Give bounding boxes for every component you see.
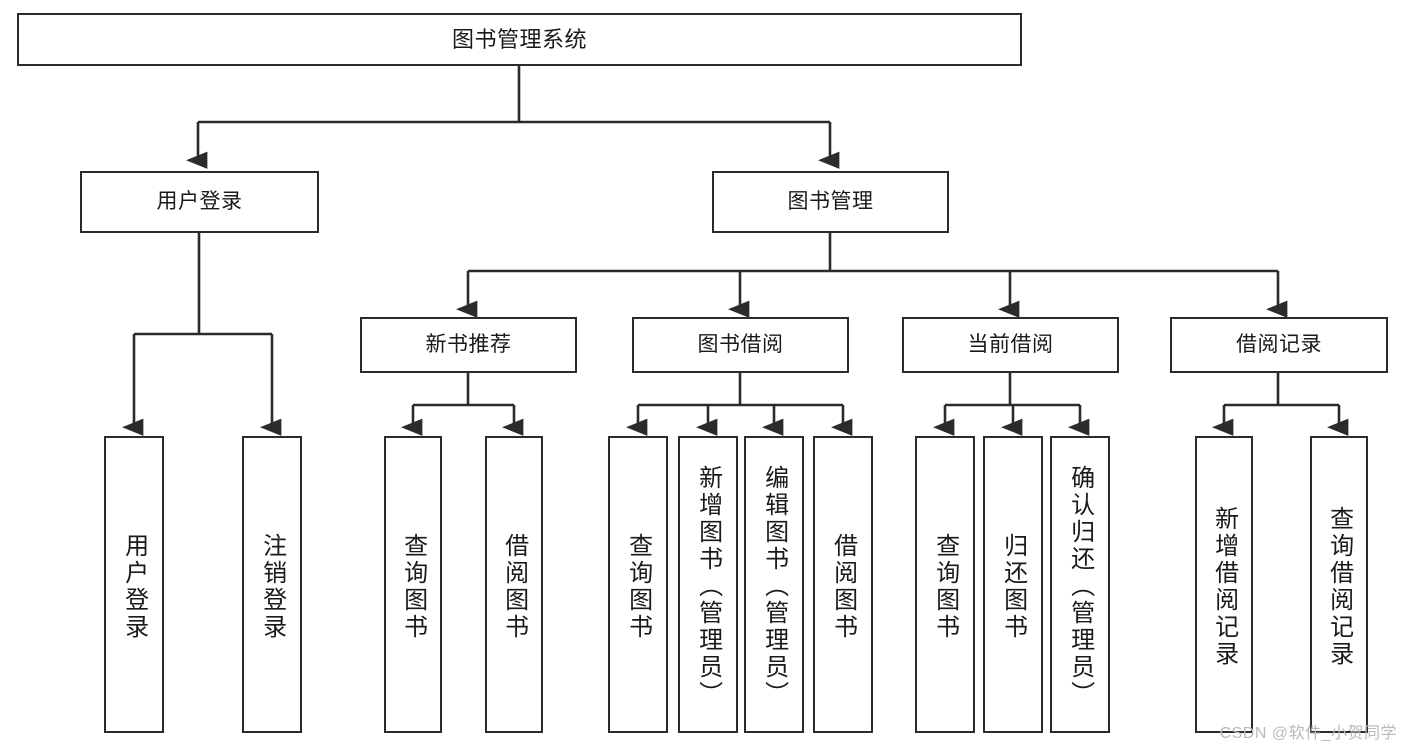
leaf-user-login[interactable]: 用户登录 [104, 436, 164, 733]
node-label: 借阅图书 [500, 532, 528, 641]
node-root-system[interactable]: 图书管理系统 [17, 13, 1022, 66]
node-label: 借阅记录 [1236, 332, 1322, 356]
node-label: 确认归还（管理员） [1066, 465, 1094, 708]
node-borrow-record[interactable]: 借阅记录 [1170, 317, 1388, 373]
node-label: 查询图书 [399, 532, 427, 641]
leaf-add-borrow-record[interactable]: 新增借阅记录 [1195, 436, 1253, 733]
leaf-add-book[interactable]: 新增图书（管理员） [678, 436, 738, 733]
node-label: 新增图书（管理员） [694, 465, 722, 708]
leaf-query-borrow-record[interactable]: 查询借阅记录 [1310, 436, 1368, 733]
leaf-return-book[interactable]: 归还图书 [983, 436, 1043, 733]
node-book-manage[interactable]: 图书管理 [712, 171, 949, 233]
node-label: 借阅图书 [829, 532, 857, 641]
node-label: 归还图书 [999, 532, 1027, 641]
node-book-borrow[interactable]: 图书借阅 [632, 317, 849, 373]
leaf-edit-book[interactable]: 编辑图书（管理员） [744, 436, 804, 733]
leaf-borrow-book[interactable]: 借阅图书 [813, 436, 873, 733]
node-label: 图书借阅 [697, 332, 784, 356]
node-label: 新书推荐 [425, 332, 512, 356]
node-label: 图书管理系统 [451, 26, 587, 52]
leaf-user-logout[interactable]: 注销登录 [242, 436, 302, 733]
node-current-borrow[interactable]: 当前借阅 [902, 317, 1119, 373]
leaf-query-book-current[interactable]: 查询图书 [915, 436, 975, 733]
leaf-borrow-book-recommend[interactable]: 借阅图书 [485, 436, 543, 733]
node-label: 注销登录 [258, 532, 286, 641]
leaf-query-book-recommend[interactable]: 查询图书 [384, 436, 442, 733]
leaf-confirm-return[interactable]: 确认归还（管理员） [1050, 436, 1110, 733]
node-label: 图书管理 [787, 189, 874, 213]
node-label: 用户登录 [156, 189, 243, 213]
node-label: 查询借阅记录 [1325, 505, 1353, 668]
node-label: 当前借阅 [967, 332, 1054, 356]
node-label: 查询图书 [931, 532, 959, 641]
node-label: 查询图书 [624, 532, 652, 641]
node-label: 用户登录 [120, 532, 148, 641]
node-label: 新增借阅记录 [1210, 505, 1238, 668]
node-label: 编辑图书（管理员） [760, 465, 788, 708]
node-new-book-recommend[interactable]: 新书推荐 [360, 317, 577, 373]
csdn-watermark: CSDN @软件_小贺同学 [1219, 725, 1397, 742]
node-user-login[interactable]: 用户登录 [80, 171, 319, 233]
leaf-query-book-borrow[interactable]: 查询图书 [608, 436, 668, 733]
